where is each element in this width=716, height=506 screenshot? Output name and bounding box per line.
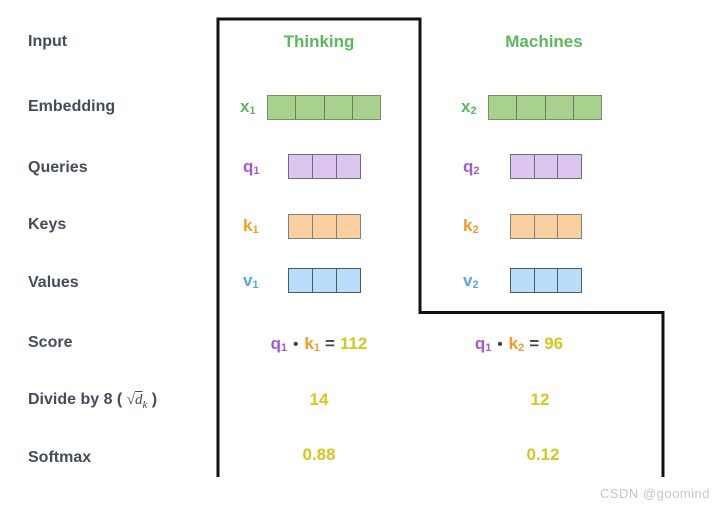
key-vector-k2 [510,214,582,239]
softmax-result-1: 0.88 [302,445,336,464]
vector-cell [544,96,573,119]
divide-result-2: 12 [530,390,550,409]
score-expression-1: q1 • k1 =112 [217,334,421,355]
score-value: 112 [339,334,368,353]
score-q-term: q1 [270,334,288,354]
vector-label-x1: x1 [240,97,256,117]
vector-cell [557,269,581,292]
vector-cell [533,269,558,292]
score-k-term: k2 [508,334,525,354]
vector-cell [312,155,336,178]
row-label-input: Input [28,33,68,50]
query-vector-q2 [510,154,582,179]
vector-cell [289,215,312,238]
value-vector-v1 [288,268,361,293]
vector-label-q2: q2 [463,157,480,177]
softmax-result-2: 0.12 [526,445,560,464]
vector-cell [268,96,295,119]
watermark: CSDN @goomind [599,486,710,501]
sqrt-dk-formula: √dk [126,392,148,411]
vector-cell [557,155,581,178]
vector-cell [289,269,312,292]
vector-cell [336,269,360,292]
row-label-score: Score [28,334,73,351]
row-label-divide: Divide by 8 ( √dk ) [28,391,158,411]
row-label-softmax: Softmax [28,449,92,466]
vector-label-v2: v2 [463,271,479,291]
vector-cell [511,215,534,238]
vector-cell [511,155,534,178]
column-title-thinking: Thinking [283,32,355,51]
score-value: 96 [544,334,564,353]
vector-cell [351,96,380,119]
vector-cell [516,96,544,119]
vector-cell [533,155,558,178]
dot-product-symbol: • [497,336,503,353]
vector-label-k1: k1 [243,216,259,236]
vector-cell [557,215,581,238]
embedding-vector-x1 [267,95,381,120]
column-title-machines: Machines [505,32,583,51]
query-vector-q1 [288,154,361,179]
vector-label-v1: v1 [243,271,259,291]
vector-cell [312,215,336,238]
vector-cell [312,269,336,292]
score-q-term: q1 [474,334,492,354]
vector-cell [295,96,323,119]
divide-result-1: 14 [309,390,329,409]
embedding-vector-x2 [488,95,602,120]
vector-cell [489,96,516,119]
row-label-keys: Keys [28,216,67,233]
vector-cell [336,155,360,178]
score-expression-2: q1 • k2=96 [417,334,621,355]
vector-cell [533,215,558,238]
value-vector-v2 [510,268,582,293]
vector-cell [289,155,312,178]
vector-label-q1: q1 [243,157,260,177]
row-label-values: Values [28,274,79,291]
divide-label-text: Divide by 8 ( [28,391,127,408]
vector-cell [336,215,360,238]
vector-cell [511,269,534,292]
key-vector-k1 [288,214,361,239]
dot-product-symbol: • [293,336,299,353]
score-k-term: k1 [304,334,320,354]
vector-cell [572,96,601,119]
vector-label-k2: k2 [463,216,479,236]
equals-sign: = [529,334,540,353]
row-label-embedding: Embedding [28,98,116,115]
equals-sign: = [325,334,335,353]
vector-cell [323,96,352,119]
vector-label-x2: x2 [461,97,477,117]
row-label-queries: Queries [28,159,88,176]
